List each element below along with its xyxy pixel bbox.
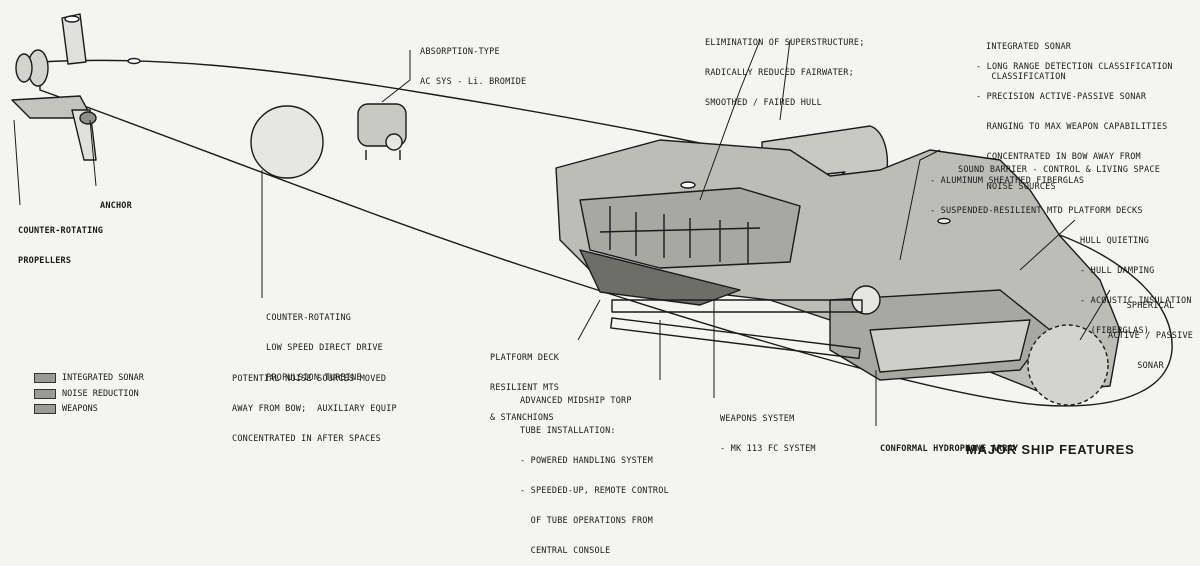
label-integrated-sonar-items: - LONG RANGE DETECTION CLASSIFICATION - … <box>976 42 1173 202</box>
legend-swatch <box>34 373 56 383</box>
stern-assembly <box>11 13 97 161</box>
legend-item-noise-reduction: NOISE REDUCTION <box>34 388 139 400</box>
label-line: ABSORPTION-TYPE <box>420 47 500 57</box>
label-line: SPHERICAL <box>1126 301 1175 311</box>
legend-item-weapons: WEAPONS <box>34 403 98 415</box>
label-line: ELIMINATION OF SUPERSTRUCTURE; <box>705 38 865 48</box>
label-line: CENTRAL CONSOLE <box>520 546 611 556</box>
label-line: PROPELLERS <box>18 256 72 266</box>
label-line: AC SYS - Li. BROMIDE <box>420 77 527 87</box>
label-line: INTEGRATED SONAR <box>986 42 1072 52</box>
label-anchor: ANCHOR <box>100 181 132 221</box>
label-line: PLATFORM DECK <box>490 353 560 363</box>
turbine-sphere <box>250 105 324 179</box>
label-line: LOW SPEED DIRECT DRIVE <box>266 343 383 353</box>
legend-label: INTEGRATED SONAR <box>62 373 144 383</box>
label-line: CONFORMAL HYDROPHONE ARRAY <box>880 444 1019 454</box>
label-line: - MK 113 FC SYSTEM <box>720 444 816 454</box>
label-line: SONAR <box>1137 361 1164 371</box>
label-line: NOISE SOURCES <box>976 182 1056 192</box>
label-line: - LONG RANGE DETECTION CLASSIFICATION <box>976 62 1173 72</box>
label-line: & STANCHIONS <box>490 413 554 423</box>
label-line: ANCHOR <box>100 201 132 211</box>
legend-label: NOISE REDUCTION <box>62 389 139 399</box>
label-line: POTENTIAL NOISE SOURCES MOVED <box>232 374 387 384</box>
label-sound-barrier-items: - ALUMINUM SHEATHED FIBERGLAS - SUSPENDE… <box>930 156 1143 226</box>
legend-swatch <box>34 389 56 399</box>
label-line: - CONCENTRATED IN BOW AWAY FROM <box>976 152 1141 162</box>
legend-label: WEAPONS <box>62 404 98 414</box>
label-line: - POWERED HANDLING SYSTEM <box>520 456 653 466</box>
label-line: SMOOTHED / FAIRED HULL <box>705 98 822 108</box>
label-sound-barrier: SOUND BARRIER - CONTROL & LIVING SPACE <box>958 145 1160 185</box>
label-line: (FIBERGLAS) <box>1080 326 1150 336</box>
label-turbine: COUNTER-ROTATING LOW SPEED DIRECT DRIVE … <box>266 293 383 393</box>
label-line: PROPULSION TURBINE <box>266 373 362 383</box>
label-line: - ALUMINUM SHEATHED FIBERGLAS <box>930 176 1085 186</box>
label-line: AWAY FROM BOW; AUXILIARY EQUIP <box>232 404 397 414</box>
label-line: - HULL DAMPING <box>1080 266 1155 276</box>
label-noise-sources: POTENTIAL NOISE SOURCES MOVED AWAY FROM … <box>232 354 397 454</box>
label-line: COUNTER-ROTATING <box>18 226 104 236</box>
legend-swatch <box>34 404 56 414</box>
label-line: COUNTER-ROTATING <box>266 313 352 323</box>
label-platform-deck: PLATFORM DECK RESILIENT MTS & STANCHIONS <box>490 333 559 433</box>
label-integrated-sonar-title: INTEGRATED SONAR CLASSIFICATION <box>986 22 1071 92</box>
label-line: - SUSPENDED-RESILIENT MTD PLATFORM DECKS <box>930 206 1143 216</box>
label-line: - PRECISION ACTIVE-PASSIVE SONAR <box>976 92 1147 102</box>
hull-outline <box>39 59 1173 407</box>
label-line: WEAPONS SYSTEM <box>720 414 795 424</box>
label-line: RADICALLY REDUCED FAIRWATER; <box>705 68 854 78</box>
label-line: ADVANCED MIDSHIP TORP <box>520 396 632 406</box>
label-torp-tube: ADVANCED MIDSHIP TORP TUBE INSTALLATION:… <box>520 376 669 566</box>
label-line: RANGING TO MAX WEAPON CAPABILITIES <box>976 122 1168 132</box>
diagram-title: MAJOR SHIP FEATURES <box>966 442 1135 457</box>
label-line: OF TUBE OPERATIONS FROM <box>520 516 653 526</box>
submarine-diagram <box>11 13 1173 426</box>
label-line: RESILIENT MTS <box>490 383 560 393</box>
label-line: - ACOUSTIC INSULATION <box>1080 296 1192 306</box>
label-line: TUBE INSTALLATION: <box>520 426 616 436</box>
label-propellers: COUNTER-ROTATING PROPELLERS <box>18 206 103 276</box>
label-line: - SPEEDED-UP, REMOTE CONTROL <box>520 486 669 496</box>
label-line: ACTIVE / PASSIVE <box>1108 331 1194 341</box>
ac-unit <box>357 103 407 160</box>
label-line: CLASSIFICATION <box>991 72 1066 82</box>
legend-item-integrated-sonar: INTEGRATED SONAR <box>34 372 144 384</box>
label-weapons-system: WEAPONS SYSTEM - MK 113 FC SYSTEM <box>720 394 816 464</box>
label-absorption: ABSORPTION-TYPE AC SYS - Li. BROMIDE <box>420 27 526 97</box>
label-elimination: ELIMINATION OF SUPERSTRUCTURE; RADICALLY… <box>705 18 865 118</box>
bow-sonar-sphere <box>1027 324 1109 406</box>
label-line: HULL QUIETING <box>1080 236 1150 246</box>
label-hull-quieting: HULL QUIETING - HULL DAMPING - ACOUSTIC … <box>1080 216 1192 346</box>
label-spherical-sonar: SPHERICAL ACTIVE / PASSIVE SONAR <box>1108 281 1193 381</box>
label-line: CONCENTRATED IN AFTER SPACES <box>232 434 381 444</box>
label-hydrophone: CONFORMAL HYDROPHONE ARRAY <box>880 424 1018 464</box>
label-line: SOUND BARRIER - CONTROL & LIVING SPACE <box>958 165 1161 175</box>
